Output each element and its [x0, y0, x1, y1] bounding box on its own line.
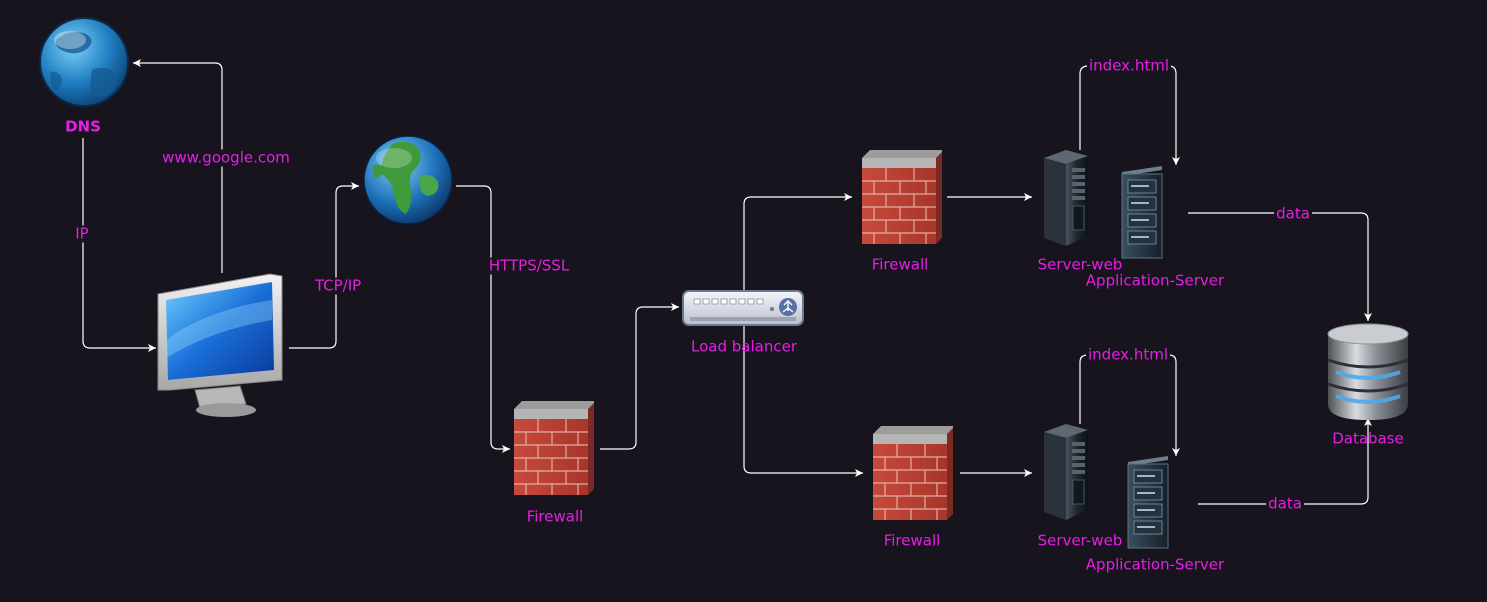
edge-label-index-top: index.html [1087, 56, 1171, 75]
app-server-top-label: Application-Server [1085, 271, 1225, 290]
app-server-top-icon [1121, 165, 1163, 259]
load-balancer-label: Load balancer [691, 337, 797, 356]
edge-data-bottom [1198, 418, 1372, 505]
edge-label-dns-query: www.google.com [160, 148, 292, 167]
edge-lb-to-firewall-bottom [743, 326, 863, 477]
database-label: Database [1332, 429, 1404, 448]
edge-dns-reply [82, 138, 156, 352]
web-server-top-label: Server-web [1037, 255, 1123, 274]
load-balancer-icon [682, 290, 804, 326]
edge-label-tcp: TCP/IP [312, 276, 364, 295]
web-server-top-icon [1043, 149, 1089, 247]
edge-tcp-ip [289, 182, 359, 349]
edge-data-top [1188, 212, 1372, 321]
firewall-main-icon [513, 400, 595, 496]
firewall-top-label: Firewall [871, 255, 929, 274]
edge-dns-query [133, 59, 223, 273]
firewall-bottom-icon [872, 425, 954, 521]
edge-label-https: HTTPS/SSL [486, 256, 572, 275]
edge-label-data-bottom: data [1266, 494, 1304, 513]
edge-label-dns-reply: IP [73, 224, 91, 243]
edge-https [456, 185, 510, 453]
edge-index-bottom [1079, 354, 1180, 456]
app-server-bottom-label: Application-Server [1085, 555, 1225, 574]
dns-globe-icon [39, 17, 129, 107]
web-server-bottom-icon [1043, 423, 1089, 521]
firewall-bottom-label: Firewall [883, 531, 941, 550]
computer-monitor-icon [157, 273, 283, 417]
edge-label-index-bottom: index.html [1086, 345, 1170, 364]
earth-globe-icon [363, 135, 453, 225]
edge-lb-to-firewall-top [743, 193, 852, 291]
app-server-bottom-icon [1127, 455, 1169, 549]
edge-index-top [1079, 65, 1180, 165]
database-icon [1327, 323, 1409, 420]
edge-firewall-to-lb [600, 303, 679, 450]
firewall-main-label: Firewall [526, 507, 584, 526]
connector-group [82, 59, 1372, 505]
edge-label-data-top: data [1274, 204, 1312, 223]
dns-label: DNS [65, 117, 101, 136]
firewall-top-icon [861, 149, 943, 245]
web-server-bottom-label: Server-web [1037, 531, 1123, 550]
